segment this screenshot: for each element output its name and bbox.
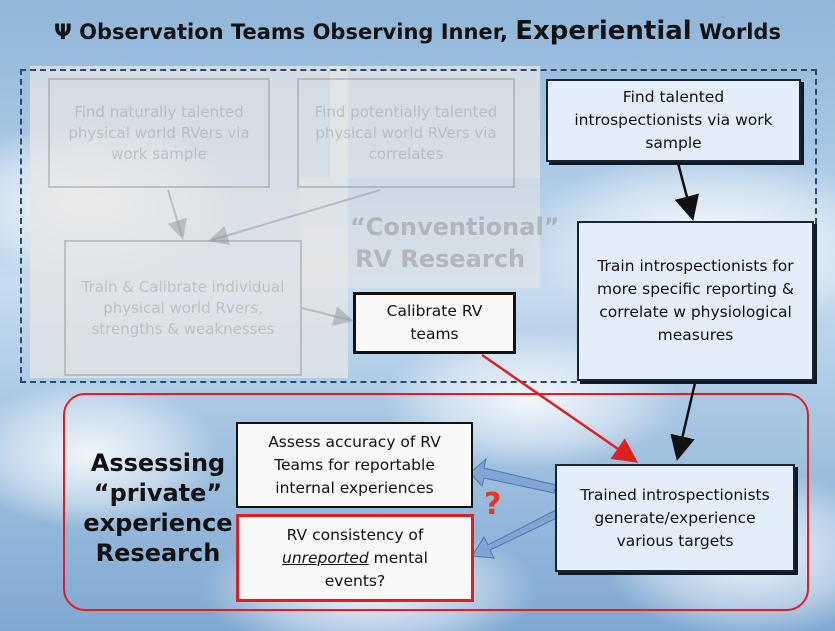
consistency-emphasis: unreported — [282, 548, 369, 567]
consistency-tail-2: events? — [324, 571, 386, 590]
ghost-arrow — [301, 306, 354, 326]
consistency-line1: RV consistency of — [286, 525, 424, 544]
title-text: Ψ Observation Teams Observing Inner, — [54, 20, 516, 44]
cloud — [0, 380, 220, 530]
slide-title: Ψ Observation Teams Observing Inner, Exp… — [0, 16, 835, 46]
title-text-emphasis: Experiential — [515, 16, 692, 46]
ghost-arrow — [208, 189, 381, 246]
arrow-trained-to-consistency — [471, 509, 560, 559]
ghost-box-find-potentially: Find potentially talented physical world… — [297, 78, 515, 188]
box-trained-introspectionists: Trained introspectionists generate/exper… — [555, 464, 795, 572]
arrow-calibrate-to-trained — [481, 353, 639, 463]
arrow-trained-to-assess — [469, 457, 557, 494]
consistency-tail-1: mental — [373, 548, 428, 567]
title-text-end: Worlds — [691, 20, 781, 44]
box-find-talented: Find talented introspectionists via work… — [546, 79, 801, 162]
ghost-panel — [30, 66, 348, 378]
assessing-panel — [63, 393, 809, 611]
ghost-panel-right — [330, 66, 540, 178]
assessing-line4: Research — [95, 539, 221, 567]
arrow-train-to-trained — [670, 382, 697, 461]
box-rv-consistency: RV consistency of unreported mental even… — [236, 514, 474, 602]
assessing-line3: experience — [83, 509, 233, 537]
conventional-rv-research-label: “Conventional” RV Research — [350, 213, 560, 273]
consistency-line2: unreported mental — [282, 547, 428, 570]
ghost-panel-middle — [300, 178, 540, 288]
arrow-find-to-train — [674, 162, 699, 221]
ghost-box-train-calibrate: Train & Calibrate individual physical wo… — [64, 240, 302, 376]
ghost-box-find-naturally: Find naturally talented physical world R… — [48, 78, 270, 188]
question-mark: ? — [484, 487, 502, 522]
assessing-line2: “private” — [93, 479, 223, 507]
assessing-line1: Assessing — [90, 449, 226, 477]
box-calibrate-rv-teams: Calibrate RV teams — [353, 292, 516, 354]
box-assess-accuracy: Assess accuracy of RV Teams for reportab… — [236, 422, 473, 508]
box-train-introspectionists: Train introspectionists for more specifi… — [577, 221, 814, 381]
dashed-region — [20, 69, 817, 383]
assessing-label: Assessing “private” experience Research — [78, 448, 238, 568]
ghost-arrow — [167, 189, 187, 240]
